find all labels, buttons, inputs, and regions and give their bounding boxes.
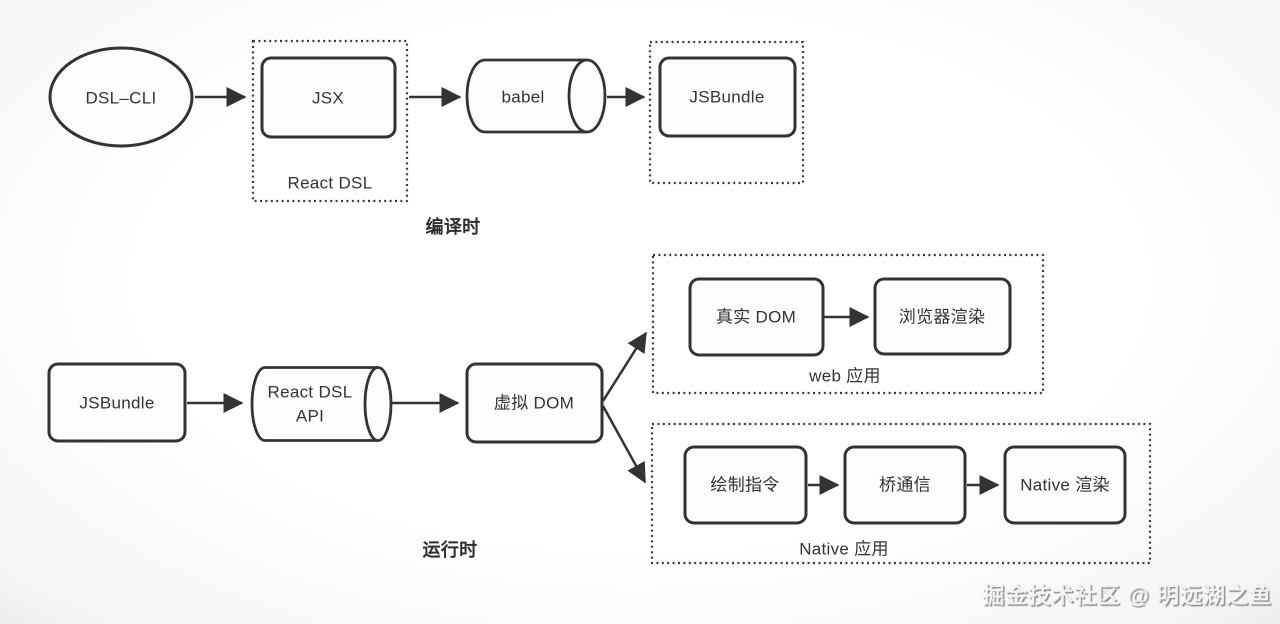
babel-label: babel	[501, 88, 544, 107]
web-app-group-box	[651, 253, 1045, 395]
real-dom-box	[688, 277, 825, 357]
native-app-group-box	[650, 422, 1152, 565]
jsx-box	[260, 56, 397, 139]
dsl-cli-ellipse	[48, 46, 194, 148]
react-dsl-api-label-line2: API	[296, 407, 324, 426]
watermark-text: 掘金技术社区 @ 明远湖之鱼	[982, 583, 1272, 608]
jsbundle-compile-label: JSBundle	[689, 88, 764, 107]
bridge-box	[843, 445, 967, 525]
react-dsl-group-label: React DSL	[288, 174, 373, 193]
arrow-vdom-to-native	[601, 405, 647, 484]
arrow-vdom-to-web	[601, 331, 648, 402]
jsbundle-runtime-label: JSBundle	[79, 394, 154, 413]
virtual-dom-box	[465, 362, 604, 444]
runtime-stage-label: 运行时	[423, 539, 478, 560]
jsbundle-group-box	[648, 40, 805, 185]
babel-cylinder	[465, 58, 607, 134]
draw-commands-label: 绘制指令	[710, 476, 779, 495]
virtual-dom-label: 虚拟 DOM	[494, 394, 574, 413]
real-dom-label: 真实 DOM	[716, 308, 796, 327]
jsx-label: JSX	[312, 89, 344, 108]
native-render-label: Native 渲染	[1020, 476, 1110, 495]
native-render-box	[1003, 445, 1127, 525]
draw-commands-box	[683, 445, 808, 525]
react-dsl-api-label-line1: React DSL	[268, 383, 353, 402]
compile-stage-label: 编译时	[426, 216, 481, 237]
browser-render-box	[873, 277, 1012, 356]
dsl-cli-label: DSL–CLI	[85, 89, 156, 108]
react-dsl-group-box	[251, 39, 409, 203]
react-dsl-api-cylinder	[250, 366, 393, 442]
bridge-label: 桥通信	[879, 476, 931, 495]
jsbundle-runtime-box	[47, 362, 187, 443]
jsbundle-compile-box	[658, 56, 797, 138]
native-app-group-label: Native 应用	[799, 540, 889, 559]
browser-render-label: 浏览器渲染	[899, 308, 986, 327]
web-app-group-label: web 应用	[808, 367, 881, 386]
